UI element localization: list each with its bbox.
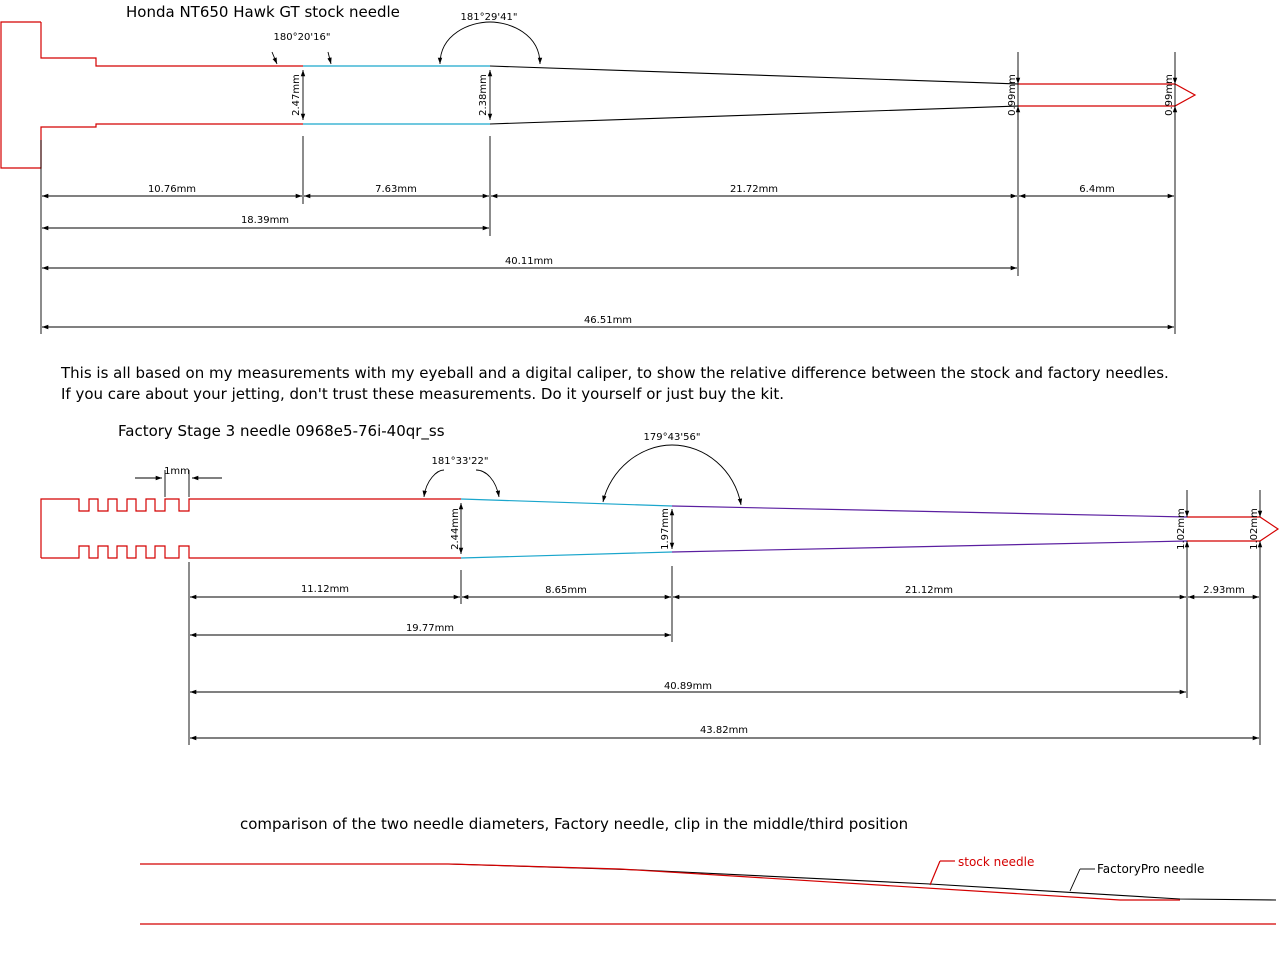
factory-diameter-4: 1.02mm <box>1249 508 1260 550</box>
factory-length-dims: 11.12mm 8.65mm 21.12mm 2.93mm 19.77mm 40… <box>190 584 1259 741</box>
factory-needle-section: Factory Stage 3 needle 0968e5-76i-40qr_s… <box>40 422 1280 745</box>
note-line-1: This is all based on my measurements wit… <box>60 364 1169 382</box>
stock-length-dims: 10.76mm 7.63mm 21.72mm 6.4mm 18.39mm 40.… <box>42 184 1174 330</box>
comparison-section: comparison of the two needle diameters, … <box>140 815 1277 925</box>
stock-angle-dims: 180°20'16" 181°29'41" <box>271 12 543 65</box>
factory-angle-dims: 181°33'22" 179°43'56" <box>422 432 743 506</box>
factory-title: Factory Stage 3 needle 0968e5-76i-40qr_s… <box>118 422 445 441</box>
factory-diameter-1: 2.44mm <box>450 508 461 550</box>
stock-length-2: 7.63mm <box>375 184 417 195</box>
stock-angle-1: 180°20'16" <box>274 32 331 43</box>
factory-extension-lines <box>188 562 1261 745</box>
factory-length-7: 43.82mm <box>700 725 748 736</box>
factory-needle-label: FactoryPro needle <box>1097 862 1204 876</box>
factory-diameter-3: 1.02mm <box>1176 508 1187 550</box>
stock-length-6: 40.11mm <box>505 256 553 267</box>
factory-angle-1: 181°33'22" <box>432 456 489 467</box>
stock-length-4: 6.4mm <box>1079 184 1114 195</box>
note-line-2: If you care about your jetting, don't tr… <box>61 385 784 403</box>
factory-diameter-2: 1.97mm <box>660 508 671 550</box>
stock-needle-section: Honda NT650 Hawk GT stock needle 2.47mm … <box>0 3 1197 334</box>
stock-angle-2: 181°29'41" <box>461 12 518 23</box>
stock-diameter-3: 0.99mm <box>1007 74 1018 116</box>
factory-length-5: 19.77mm <box>406 623 454 634</box>
stock-diameter-2: 2.38mm <box>478 74 489 116</box>
factory-length-6: 40.89mm <box>664 681 712 692</box>
disclaimer-note: This is all based on my measurements wit… <box>60 364 1169 403</box>
stock-needle-label: stock needle <box>958 855 1034 869</box>
factory-length-3: 21.12mm <box>905 585 953 596</box>
stock-diameter-4: 0.99mm <box>1164 74 1175 116</box>
factory-groove-dim: 1mm <box>135 466 222 497</box>
stock-length-7: 46.51mm <box>584 315 632 326</box>
comparison-title: comparison of the two needle diameters, … <box>240 815 908 833</box>
stock-profile-line <box>140 863 1180 901</box>
stock-label-leader <box>929 860 941 886</box>
factory-length-4: 2.93mm <box>1203 585 1245 596</box>
factory-label-leader <box>1069 868 1081 892</box>
factory-angle-2: 179°43'56" <box>644 432 701 443</box>
factory-length-1: 11.12mm <box>301 584 349 595</box>
stock-diameter-1: 2.47mm <box>291 74 302 116</box>
stock-length-5: 18.39mm <box>241 215 289 226</box>
stock-length-3: 21.72mm <box>730 184 778 195</box>
factory-groove-label: 1mm <box>164 466 190 477</box>
factory-length-2: 8.65mm <box>545 585 587 596</box>
stock-extension-lines <box>40 136 1176 334</box>
stock-length-1: 10.76mm <box>148 184 196 195</box>
stock-title: Honda NT650 Hawk GT stock needle <box>126 3 400 21</box>
stock-diameter-dims: 2.47mm 2.38mm 0.99mm 0.99mm <box>291 52 1178 140</box>
factory-diameter-dims: 2.44mm 1.97mm 1.02mm 1.02mm <box>450 490 1263 566</box>
